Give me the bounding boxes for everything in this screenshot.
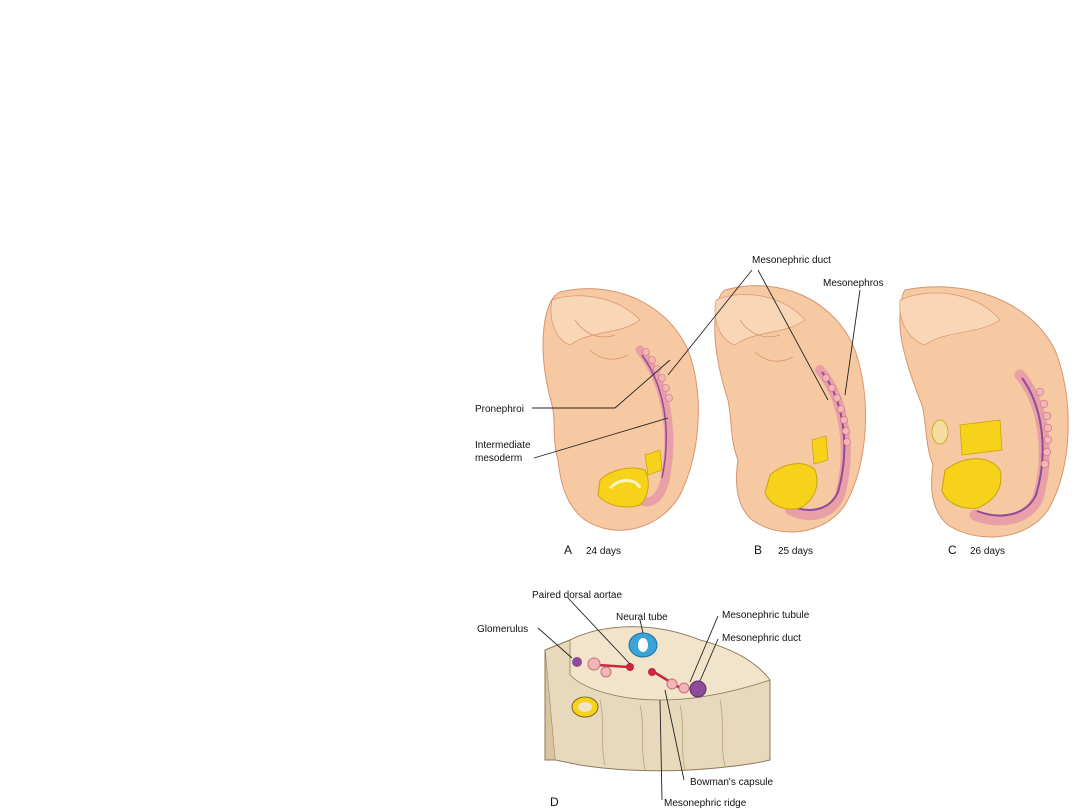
- label-pronephroi: Pronephroi: [475, 404, 524, 415]
- cross-section-d: [544, 626, 771, 772]
- labels: Mesonephric duct Mesonephros Pronephroi …: [475, 255, 1005, 809]
- label-mesoderm: mesoderm: [475, 453, 522, 464]
- label-bowmans-capsule: Bowman's capsule: [690, 777, 774, 788]
- label-glomerulus: Glomerulus: [477, 624, 528, 635]
- panel-c-letter: C: [948, 543, 957, 557]
- embryo-c: [899, 286, 1069, 538]
- embryo-b: [714, 285, 866, 533]
- embryo-a: [542, 288, 699, 531]
- label-mesonephric-tubule: Mesonephric tubule: [722, 610, 810, 621]
- label-mesonephric-ridge: Mesonephric ridge: [664, 798, 747, 809]
- label-intermediate: Intermediate: [475, 440, 531, 451]
- label-neural-tube: Neural tube: [616, 612, 668, 623]
- panel-a-letter: A: [564, 543, 572, 557]
- panel-d-letter: D: [550, 795, 559, 809]
- label-paired-dorsal-aortae: Paired dorsal aortae: [532, 590, 622, 601]
- panel-a-age: 24 days: [586, 546, 621, 557]
- panel-b-age: 25 days: [778, 546, 813, 557]
- label-mesonephric-duct-top: Mesonephric duct: [752, 255, 831, 266]
- leader-lines: [532, 269, 861, 801]
- label-mesonephros: Mesonephros: [823, 278, 884, 289]
- label-mesonephric-duct-bottom: Mesonephric duct: [722, 633, 801, 644]
- panel-b-letter: B: [754, 543, 762, 557]
- panel-c-age: 26 days: [970, 546, 1005, 557]
